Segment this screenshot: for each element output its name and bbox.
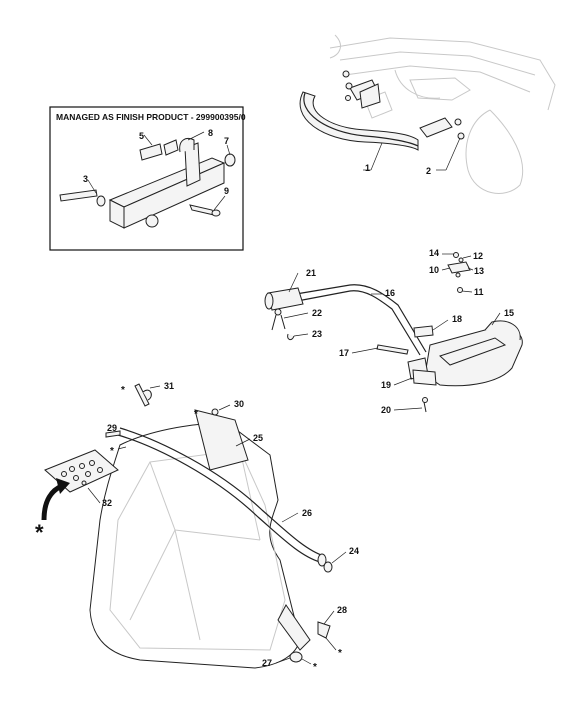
callout-29: 29: [107, 423, 117, 433]
asterisk-30: *: [194, 409, 198, 420]
bumper-bolts: [342, 70, 465, 140]
curved-arrow: [41, 478, 70, 521]
asterisk-29: *: [110, 446, 114, 457]
callout-23: 23: [312, 329, 322, 339]
front-bumper: [299, 79, 453, 151]
bag-handle-bar: [117, 427, 327, 567]
asterisk-32: *: [35, 520, 44, 545]
callout-12: 12: [473, 251, 483, 261]
callout-19: 19: [381, 380, 391, 390]
asterisk-27: *: [313, 662, 317, 673]
handle-lever: [264, 284, 427, 356]
callout-11: 11: [474, 287, 484, 297]
callout-25: 25: [253, 433, 263, 443]
callout-15: 15: [504, 308, 514, 318]
mower-frame-ghost: [329, 34, 556, 194]
callout-31: 31: [164, 381, 174, 391]
callout-16: 16: [385, 288, 395, 298]
asterisk-31: *: [121, 385, 125, 396]
callout-10: 10: [429, 265, 439, 275]
callout-32: 32: [102, 498, 112, 508]
callout-24: 24: [349, 546, 359, 556]
callout-3: 3: [83, 174, 88, 184]
callout-22: 22: [312, 308, 322, 318]
callout-30: 30: [234, 399, 244, 409]
inset-hitch-bar: [59, 138, 236, 229]
handle-small-parts: [271, 308, 434, 413]
inset-title: MANAGED AS FINISH PRODUCT - 299900395/0: [56, 112, 246, 122]
chute-fasteners: [447, 252, 471, 293]
callout-1: 1: [365, 163, 370, 173]
callout-7: 7: [224, 136, 229, 146]
callout-2: 2: [426, 166, 431, 176]
chute-assembly: [407, 320, 523, 387]
grass-catcher-bag: [89, 409, 311, 669]
callout-9: 9: [224, 186, 229, 196]
callout-18: 18: [452, 314, 462, 324]
callout-20: 20: [381, 405, 391, 415]
callout-21: 21: [306, 268, 316, 278]
callout-26: 26: [302, 508, 312, 518]
bag-fasteners: [105, 383, 333, 663]
callout-13: 13: [474, 266, 484, 276]
callout-14: 14: [429, 248, 439, 258]
callout-5: 5: [139, 131, 144, 141]
asterisk-28: *: [338, 648, 342, 659]
callout-8: 8: [208, 128, 213, 138]
callout-27: 27: [262, 658, 272, 668]
callout-17: 17: [339, 348, 349, 358]
callout-28: 28: [337, 605, 347, 615]
